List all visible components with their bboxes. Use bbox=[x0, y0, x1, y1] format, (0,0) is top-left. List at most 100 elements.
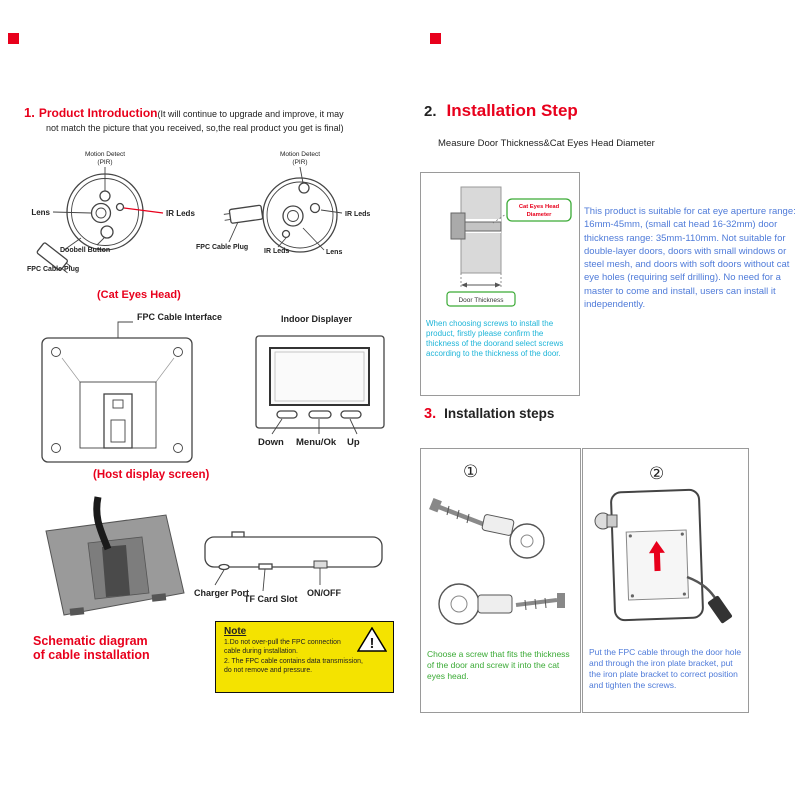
pir-sensor bbox=[298, 182, 310, 194]
cat-eye-head-diagrams: Motion Detect (PIR) Lens IR Leds FPC Cab… bbox=[27, 151, 370, 274]
up-button bbox=[340, 410, 362, 419]
section2-title: Installation Step bbox=[446, 101, 578, 120]
corner-marker-top-left bbox=[8, 33, 19, 44]
label-ir-leds-right: IR Leds bbox=[345, 211, 370, 218]
label-doorbell-button: Doobell Button bbox=[60, 247, 110, 254]
fpc-plug bbox=[36, 242, 73, 274]
label-fpc-cable-plug: FPC Cable Plug bbox=[196, 244, 248, 251]
step2-circled-number: ② bbox=[649, 464, 664, 483]
down-button bbox=[276, 410, 298, 419]
menu-ok-button-label: Menu/Ok bbox=[296, 437, 337, 448]
lens bbox=[90, 202, 112, 224]
fpc-cable-interface-connector bbox=[103, 393, 133, 449]
label-lens: Lens bbox=[31, 208, 50, 217]
head-and-screw-diagram bbox=[438, 583, 565, 625]
display-screen bbox=[269, 347, 370, 406]
doorbell-button bbox=[100, 225, 114, 239]
section2-subtitle: Measure Door Thickness&Cat Eyes Head Dia… bbox=[438, 138, 655, 149]
screw-choice-tip: When choosing screws to install the prod… bbox=[426, 319, 564, 358]
step2-diagram: ② bbox=[594, 464, 732, 624]
section3-number: 3. bbox=[424, 406, 437, 422]
label-ir-leds-left: IR Leds bbox=[264, 248, 289, 255]
cat-eye-barrel bbox=[464, 221, 502, 232]
step1-diagram: ① bbox=[429, 462, 565, 625]
warning-exclamation: ! bbox=[370, 635, 375, 652]
note-title: Note bbox=[224, 626, 247, 637]
note-line-4: do not remove and pressure. bbox=[224, 666, 313, 674]
cat-eye-head-front-diagram: Motion Detect (PIR) Lens IR Leds FPC Cab… bbox=[27, 151, 195, 274]
up-button-label: Up bbox=[347, 437, 360, 448]
note-line-3: 2. The FPC cable contains data transmiss… bbox=[224, 657, 363, 665]
installation-step1-box: ① Choose a screw th bbox=[420, 448, 581, 713]
menu-ok-button bbox=[308, 410, 332, 419]
label-motion-detect: Motion Detect bbox=[85, 151, 125, 158]
charger-port-label: Charger Port bbox=[194, 588, 250, 598]
charger-port bbox=[218, 563, 230, 571]
pir-sensor bbox=[99, 190, 111, 202]
section2-number: 2. bbox=[424, 103, 437, 120]
measure-diagram-box: Cat Eyes Head Diameter Door Thickness Wh… bbox=[420, 172, 580, 396]
step1-circled-number: ① bbox=[463, 462, 478, 481]
ir-led bbox=[115, 202, 125, 212]
diameter-label-box bbox=[506, 198, 572, 222]
fpc-plug bbox=[707, 595, 732, 624]
section1-disclaimer-line1: (It will continue to upgrade and improve… bbox=[157, 109, 344, 119]
step2-instruction: Put the FPC cable through the door hole … bbox=[589, 647, 742, 691]
display-back-panel-diagram bbox=[41, 321, 193, 463]
host-display-diagrams bbox=[41, 321, 385, 463]
on-off-label: ON/OFF bbox=[307, 588, 341, 598]
thickness-label: Door Thickness bbox=[458, 297, 504, 304]
thickness-label-box bbox=[446, 291, 516, 307]
fpc-ribbon-cable bbox=[93, 496, 112, 551]
device-back-3d-diagram bbox=[45, 496, 185, 616]
label-lens: Lens bbox=[326, 249, 342, 256]
label-pir: (PIR) bbox=[97, 159, 112, 166]
cat-eyes-head-caption: (Cat Eyes Head) bbox=[97, 289, 181, 301]
screw bbox=[173, 347, 183, 357]
tf-card-slot bbox=[258, 563, 273, 570]
tf-card-slot-label: TF Card Slot bbox=[244, 594, 298, 604]
screw-into-head-diagram bbox=[429, 497, 545, 559]
section1-number: 1. bbox=[24, 105, 35, 120]
label-ir-leds: IR Leds bbox=[166, 209, 195, 218]
device-side-view-diagram bbox=[204, 531, 383, 592]
fpc-plug bbox=[223, 204, 264, 224]
installation-step2-box: ② Put the FPC cable through the door hol… bbox=[582, 448, 749, 713]
label-fpc-cable-plug: FPC Cable Plug bbox=[27, 266, 79, 273]
note-box: Note 1.Do not over-pull the FPC connecti… bbox=[215, 621, 394, 693]
door-measure-diagram: Cat Eyes Head Diameter Door Thickness bbox=[446, 186, 572, 307]
note-line-1: 1.Do not over-pull the FPC connection bbox=[224, 639, 341, 646]
section1-title: Product Introduction bbox=[38, 106, 158, 120]
step1-instruction: Choose a screw that fits the thickness o… bbox=[427, 649, 570, 682]
cat-eye-head-front-diagram-alt: Motion Detect (PIR) IR Leds Lens IR Leds… bbox=[196, 151, 370, 256]
host-display-caption: (Host display screen) bbox=[93, 469, 210, 481]
on-off-switch bbox=[313, 560, 328, 569]
note-line-2: cable during installation. bbox=[224, 648, 298, 656]
label-pir: (PIR) bbox=[292, 159, 307, 166]
section1-heading: 1.Product Introduction(It will continue … bbox=[24, 104, 414, 134]
section3-title: Installation steps bbox=[444, 406, 555, 421]
diameter-label-line1: Cat Eyes Head bbox=[519, 204, 560, 210]
label-motion-detect: Motion Detect bbox=[280, 151, 320, 158]
indoor-displayer-diagram bbox=[255, 335, 385, 435]
ir-led bbox=[281, 229, 291, 239]
screw bbox=[173, 443, 183, 453]
indoor-displayer-label: Indoor Displayer bbox=[281, 314, 353, 324]
ir-led bbox=[309, 202, 321, 214]
section1-disclaimer-line2: not match the picture that you received,… bbox=[46, 122, 344, 133]
cat-eye-body bbox=[450, 212, 466, 240]
section1-heading-line1: 1.Product Introduction(It will continue … bbox=[24, 104, 414, 122]
lens bbox=[282, 205, 304, 227]
section2-heading: 2. Installation Step bbox=[424, 101, 578, 121]
corner-marker-top-right bbox=[430, 33, 441, 44]
fpc-cable-interface-label: FPC Cable Interface bbox=[137, 312, 223, 322]
schematic-caption-line1: Schematic diagram bbox=[33, 634, 148, 648]
cable-installation-diagrams bbox=[45, 496, 383, 616]
screw bbox=[51, 347, 61, 357]
screw bbox=[51, 443, 61, 453]
down-button-label: Down bbox=[258, 437, 284, 448]
door-and-bracket-diagram bbox=[610, 488, 704, 622]
section3-heading: 3. Installation steps bbox=[424, 405, 554, 423]
warning-icon: ! bbox=[357, 627, 387, 652]
